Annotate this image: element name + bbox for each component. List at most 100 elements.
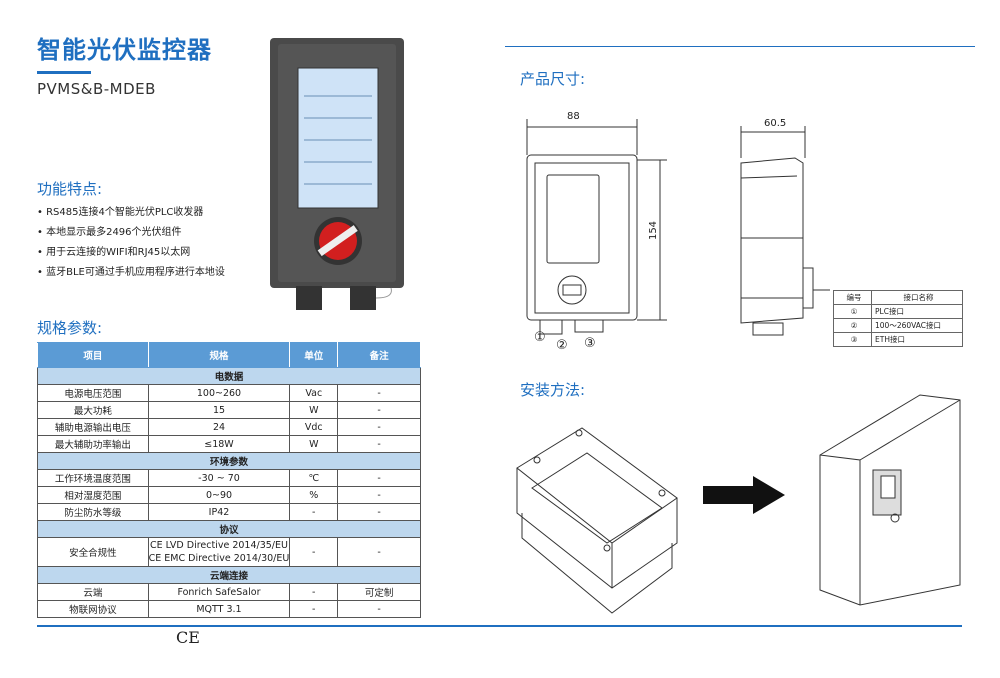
bottom-divider — [37, 625, 962, 627]
column-header: 规格 — [147, 342, 291, 368]
side-dimension-drawing — [740, 126, 830, 336]
table-cell: - — [337, 435, 421, 453]
table-group-row: 电数据 — [37, 367, 421, 385]
column-header: 备注 — [337, 342, 421, 368]
table-group-row: 环境参数 — [37, 452, 421, 470]
port-name: 100～260VAC接口 — [871, 318, 963, 333]
table-cell: - — [337, 503, 421, 521]
feature-item: • 本地显示最多2496个光伏组件 — [37, 227, 182, 238]
front-dimension-drawing — [526, 119, 667, 335]
feature-text: 用于云连接的WIFI和RJ45以太网 — [46, 247, 191, 258]
table-group-row: 协议 — [37, 520, 421, 538]
feature-item: • RS485连接4个智能光伏PLC收发器 — [37, 207, 204, 218]
table-cell: 15 — [147, 401, 291, 419]
group-label: 电数据 — [37, 367, 421, 385]
marker-2: ② — [556, 338, 568, 353]
table-cell: Fonrich SafeSalor — [147, 583, 291, 601]
table-cell: - — [289, 600, 339, 618]
port-name: PLC接口 — [871, 304, 963, 319]
page-title: 智能光伏监控器 — [37, 36, 212, 64]
table-cell: 物联网协议 — [37, 600, 149, 618]
table-cell: - — [289, 583, 339, 601]
table-cell: 云端 — [37, 583, 149, 601]
table-cell: - — [337, 537, 421, 567]
table-group-row: 云端连接 — [37, 566, 421, 584]
table-cell: % — [289, 486, 339, 504]
table-cell: 最大辅助功率输出 — [37, 435, 149, 453]
table-cell: W — [289, 435, 339, 453]
table-cell: - — [337, 469, 421, 487]
table-cell: 可定制 — [337, 583, 421, 601]
group-label: 云端连接 — [37, 566, 421, 584]
table-cell: 最大功耗 — [37, 401, 149, 419]
ce-mark: CE — [176, 628, 200, 647]
table-header: 项目 规格 单位 备注 — [37, 342, 421, 368]
table-cell: 安全合规性 — [37, 537, 149, 567]
table-cell: - — [337, 418, 421, 436]
table-cell: 24 — [147, 418, 291, 436]
port-number: ③ — [833, 332, 872, 347]
install-bracket-drawing — [516, 427, 678, 614]
device-photo — [270, 38, 404, 310]
column-header: 项目 — [37, 342, 149, 368]
column-header: 接口名称 — [871, 290, 963, 305]
specs-heading: 规格参数: — [37, 319, 103, 337]
table-cell: CE LVD Directive 2014/35/EU CE EMC Direc… — [147, 537, 291, 567]
marker-3: ③ — [584, 336, 596, 351]
feature-text: 蓝牙BLE可通过手机应用程序进行本地设 — [46, 267, 225, 278]
table-cell: - — [337, 486, 421, 504]
group-label: 协议 — [37, 520, 421, 538]
depth-dimension: 60.5 — [764, 118, 787, 129]
table-row: 工作环境温度范围-30 ~ 70℃- — [37, 469, 421, 487]
table-cell: - — [337, 600, 421, 618]
column-header: 单位 — [289, 342, 339, 368]
table-cell: 相对湿度范围 — [37, 486, 149, 504]
install-heading: 安装方法: — [520, 381, 586, 399]
table-cell: Vac — [289, 384, 339, 402]
feature-item: • 蓝牙BLE可通过手机应用程序进行本地设 — [37, 267, 225, 278]
table-cell: ≤18W — [147, 435, 291, 453]
wall-mount-drawing — [819, 394, 961, 606]
top-divider — [505, 46, 975, 47]
table-cell: ℃ — [289, 469, 339, 487]
table-cell: -30 ~ 70 — [147, 469, 291, 487]
dimensions-heading: 产品尺寸: — [520, 70, 586, 88]
table-cell: - — [289, 537, 339, 567]
table-cell: W — [289, 401, 339, 419]
title-underline — [37, 71, 91, 74]
table-cell: 工作环境温度范围 — [37, 469, 149, 487]
table-cell: 0~90 — [147, 486, 291, 504]
table-cell: MQTT 3.1 — [147, 600, 291, 618]
marker-1: ① — [534, 330, 546, 345]
width-dimension: 88 — [567, 111, 580, 122]
feature-text: RS485连接4个智能光伏PLC收发器 — [46, 207, 204, 218]
table-cell: - — [337, 401, 421, 419]
table-cell: 电源电压范围 — [37, 384, 149, 402]
table-cell: Vdc — [289, 418, 339, 436]
feature-text: 本地显示最多2496个光伏组件 — [46, 227, 182, 238]
column-header: 编号 — [833, 290, 872, 305]
table-cell: 辅助电源输出电压 — [37, 418, 149, 436]
port-number: ② — [833, 318, 872, 333]
table-cell: 防尘防水等级 — [37, 503, 149, 521]
table-cell: IP42 — [147, 503, 291, 521]
table-cell: 100~260 — [147, 384, 291, 402]
group-label: 环境参数 — [37, 452, 421, 470]
table-cell: - — [337, 384, 421, 402]
port-name: ETH接口 — [871, 332, 963, 347]
height-dimension: 154 — [648, 220, 660, 241]
